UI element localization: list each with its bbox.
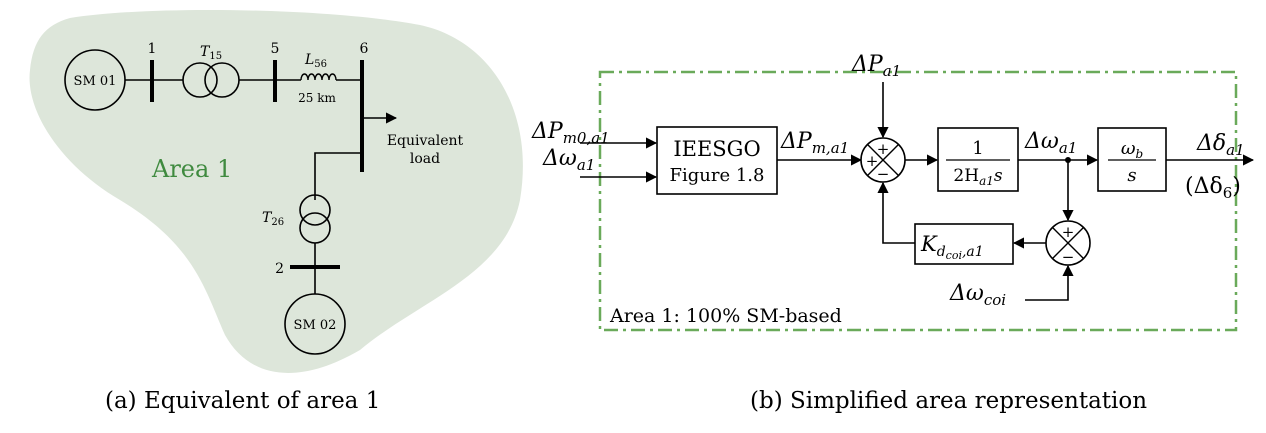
integrator-numerator: ωb bbox=[1121, 138, 1143, 161]
coi-minus-bottom: − bbox=[1062, 248, 1075, 266]
sum-plus-top: + bbox=[877, 140, 890, 158]
sum-plus-left: + bbox=[866, 152, 879, 170]
l56-inductor-icon bbox=[300, 73, 337, 81]
inertia-denominator: 2Ha1s bbox=[953, 166, 1002, 188]
area-box-label: Area 1: 100% SM-based bbox=[609, 305, 842, 327]
t26-label: T26 bbox=[262, 210, 284, 228]
damping-label: Kdcoi,a1 bbox=[920, 232, 984, 262]
t15-label: T15 bbox=[200, 44, 222, 62]
wcoi-arrow bbox=[1025, 264, 1074, 301]
governor-block bbox=[656, 126, 778, 195]
bus6-label: 6 bbox=[360, 41, 369, 57]
area-map: SM 01 1 T15 5 L56 25 km 6 Equivalent loa… bbox=[29, 9, 523, 373]
line-length-label: 25 km bbox=[298, 91, 336, 105]
bus1-label: 1 bbox=[148, 41, 157, 57]
l56-label: L56 bbox=[304, 52, 327, 70]
wcoi-label: Δωcoi bbox=[949, 281, 1006, 309]
caption-b: (b) Simplified area representation bbox=[750, 388, 1148, 414]
sum-minus-bottom: − bbox=[877, 165, 890, 183]
sm01-label: SM 01 bbox=[74, 74, 117, 89]
bus2-label: 2 bbox=[275, 261, 284, 277]
integrator-denominator: s bbox=[1127, 165, 1136, 186]
block-diagram: Area 1: 100% SM-based ΔPm0,a1 Δωa1 IEESG… bbox=[531, 52, 1255, 332]
input-w-label: Δωa1 bbox=[542, 146, 595, 174]
output-alias-label: (Δδ6) bbox=[1185, 174, 1241, 202]
load-label-line2: load bbox=[410, 151, 440, 167]
coi-plus-top: + bbox=[1062, 223, 1075, 241]
pa-label: ΔPa1 bbox=[851, 52, 901, 80]
sm02-generator-icon bbox=[284, 293, 346, 355]
load-label-line1: Equivalent bbox=[387, 133, 464, 149]
inertia-numerator: 1 bbox=[972, 138, 983, 159]
damping-block bbox=[914, 223, 1014, 265]
area-label: Area 1 bbox=[151, 155, 232, 183]
area-boundary-box bbox=[598, 70, 1238, 332]
governor-line1: IEESGO bbox=[673, 137, 760, 161]
wa1-label: Δωa1 bbox=[1024, 129, 1077, 157]
sm02-label: SM 02 bbox=[294, 318, 337, 333]
output-label: Δδa1 bbox=[1196, 131, 1245, 159]
governor-line2: Figure 1.8 bbox=[670, 165, 765, 186]
sum-junction-coi: + − bbox=[1045, 220, 1091, 266]
feedback-arrow bbox=[877, 181, 915, 244]
caption-a: (a) Equivalent of area 1 bbox=[105, 388, 381, 414]
bus5-label: 5 bbox=[271, 41, 280, 57]
pm-label: ΔPm,a1 bbox=[780, 129, 849, 157]
sum-junction-main: + + − bbox=[860, 137, 906, 183]
